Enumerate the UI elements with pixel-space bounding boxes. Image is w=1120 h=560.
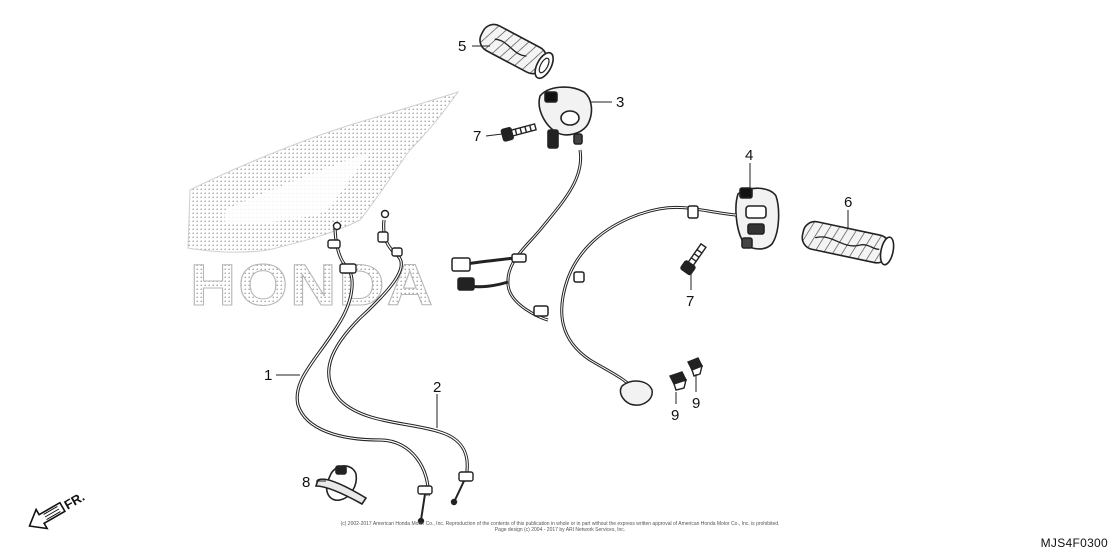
part-7-screw-lower[interactable] [680,242,708,276]
part-9-clip-left[interactable] [669,371,687,391]
callout-9-left[interactable]: 9 [671,407,679,424]
part-6-left-grip[interactable] [800,219,896,266]
part-5-throttle-grip[interactable] [476,20,557,81]
part-1-cable-end-lower [417,485,433,525]
part-2-cable-end-upper [377,209,403,257]
callout-1[interactable]: 1 [264,367,272,384]
part-1-cable-end-upper [327,221,357,274]
part-3-right-switch[interactable] [538,86,593,149]
copyright-line-1: (c) 2002-2017 American Honda Motor Co., … [340,521,780,527]
wing-inner-gap [225,152,370,224]
part-7-screw-upper[interactable] [500,121,537,142]
callout-7-lower[interactable]: 7 [686,293,694,310]
callout-5[interactable]: 5 [458,38,466,55]
part-4-left-switch[interactable] [735,187,780,250]
callout-7-upper[interactable]: 7 [473,128,481,145]
callout-8[interactable]: 8 [302,474,310,491]
callout-9-right[interactable]: 9 [692,395,700,412]
honda-wordmark: HONDA [190,253,435,318]
front-direction-arrow: FR. [28,489,87,530]
part-9-clip-right[interactable] [687,357,704,377]
part-8-band[interactable] [314,465,368,506]
honda-wing-logo [187,91,460,253]
part-4-connectors [573,205,699,406]
callout-4[interactable]: 4 [745,147,753,164]
part-3-connectors [451,253,549,317]
part-4-wire-harness [560,205,737,393]
copyright-line-2: Page design (c) 2004 - 2017 by ARI Netwo… [494,527,626,533]
callout-6[interactable]: 6 [844,194,852,211]
leader-lines [276,45,849,482]
callout-2[interactable]: 2 [433,379,441,396]
callout-3[interactable]: 3 [616,94,624,111]
copyright-notice: (c) 2002-2017 American Honda Motor Co., … [300,521,820,533]
diagram-code: MJS4F0300 [1040,536,1108,550]
front-label: FR. [61,489,87,512]
part-2-cable-end-lower [450,471,474,506]
